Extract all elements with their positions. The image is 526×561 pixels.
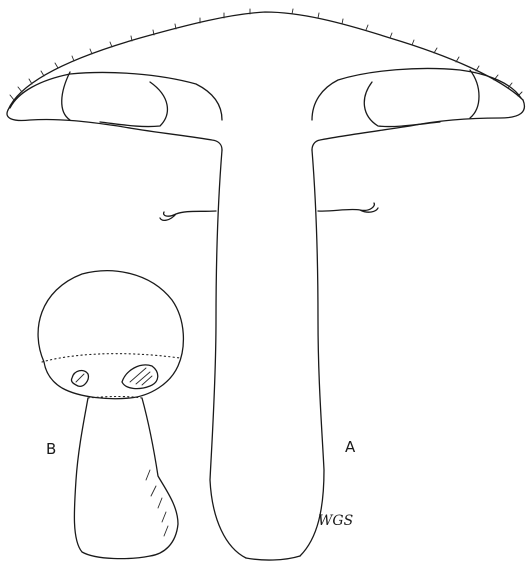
specimen-b-veil-patch-right [122, 365, 158, 389]
specimen-a-cap-top [8, 12, 523, 110]
specimen-a-left-cap-underside [7, 110, 222, 150]
specimen-a-right-cap-inner [312, 68, 521, 120]
specimen-b-stem-hatch [146, 470, 168, 536]
specimen-a-right-gill-arc [470, 70, 479, 118]
specimen-a-left-cap-inner [10, 72, 222, 120]
specimen-a-left-gill-arc-2 [100, 82, 167, 127]
specimen-b-label: B [46, 440, 56, 458]
specimen-b-stem-left [74, 398, 150, 559]
specimen-b-veil-patch-hatch [76, 368, 152, 385]
specimen-b [38, 271, 183, 559]
specimen-a-right-gill-arc-2 [364, 82, 440, 127]
specimen-b-veil-line [42, 354, 180, 362]
specimen-a-label: A [345, 438, 355, 456]
specimen-a-ring-left [160, 211, 216, 220]
artist-signature: WGS [318, 513, 353, 529]
specimen-b-cap [38, 271, 183, 399]
specimen-a [7, 9, 524, 560]
specimen-a-left-gill-arc [62, 72, 70, 120]
specimen-a-cap-fringe [10, 9, 522, 100]
specimen-a-ring-right [318, 203, 378, 212]
specimen-a-stem-base [246, 556, 300, 560]
